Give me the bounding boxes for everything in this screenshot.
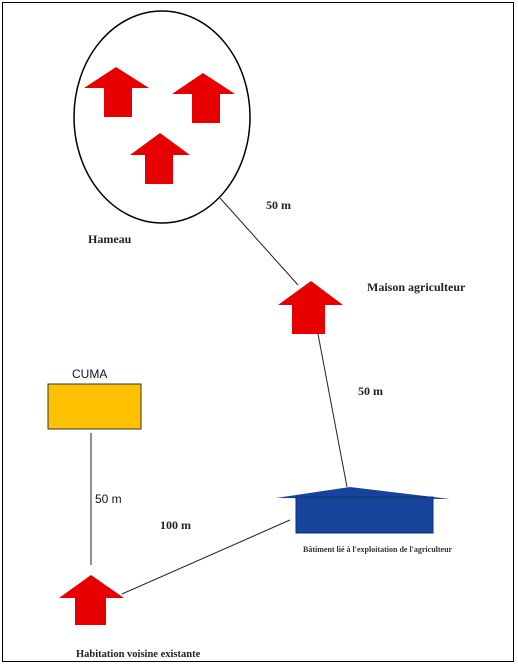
line-hameau-maison <box>219 197 299 286</box>
house-icon <box>278 281 343 334</box>
distance-batiment-habitation: 100 m <box>160 518 191 532</box>
line-batiment-habitation <box>121 519 291 595</box>
line-maison-batiment <box>317 333 348 488</box>
house-icon <box>172 73 235 123</box>
farm-building-icon <box>276 487 450 534</box>
distance-maison-batiment: 50 m <box>358 384 383 398</box>
cuma-box <box>47 383 142 430</box>
label-habitation-voisine: Habitation voisine existante <box>76 649 201 660</box>
house-icon <box>59 575 124 625</box>
hameau-circle <box>73 10 251 224</box>
label-maison-agriculteur: Maison agriculteur <box>367 280 466 294</box>
label-hameau: Hameau <box>88 232 132 246</box>
distance-cuma-habitation: 50 m <box>95 492 122 506</box>
label-cuma: CUMA <box>72 367 107 381</box>
label-batiment: Bâtiment lié à l'exploitation de l'agric… <box>303 545 453 554</box>
house-icon <box>84 67 149 117</box>
house-icon <box>130 133 190 184</box>
distance-hameau-maison: 50 m <box>266 198 291 212</box>
